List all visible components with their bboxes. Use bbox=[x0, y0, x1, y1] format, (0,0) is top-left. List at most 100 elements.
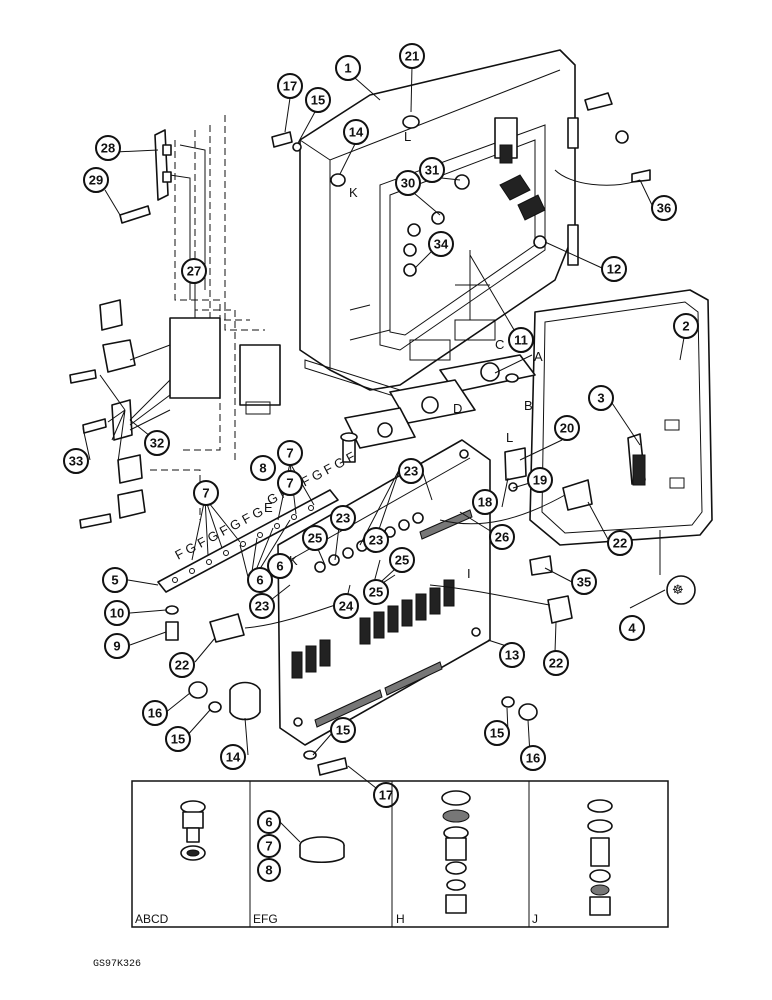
svg-text:30: 30 bbox=[401, 176, 415, 191]
svg-text:8: 8 bbox=[259, 461, 266, 476]
svg-text:6: 6 bbox=[265, 815, 272, 830]
svg-text:23: 23 bbox=[255, 599, 269, 614]
callout-25-top: 25 bbox=[302, 525, 328, 551]
svg-text:33: 33 bbox=[69, 454, 83, 469]
legend-panel-h: H bbox=[396, 790, 471, 926]
callout-31: 31 bbox=[419, 157, 445, 183]
svg-text:1: 1 bbox=[344, 61, 351, 76]
callout-10: 10 bbox=[104, 600, 130, 626]
callout-17-upper: 17 bbox=[277, 73, 303, 99]
letter-i: I bbox=[467, 566, 471, 581]
svg-text:25: 25 bbox=[369, 585, 383, 600]
callout-23-right: 23 bbox=[363, 527, 389, 553]
legend-label-efg: EFG bbox=[253, 912, 278, 926]
svg-text:29: 29 bbox=[89, 173, 103, 188]
svg-text:6: 6 bbox=[256, 573, 263, 588]
legend-label-h: H bbox=[396, 912, 405, 926]
callout-27: 27 bbox=[181, 258, 207, 284]
callout-9: 9 bbox=[104, 633, 130, 659]
legend-box: ABCD 6 7 8 EFG H bbox=[131, 780, 669, 928]
svg-text:5: 5 bbox=[111, 573, 118, 588]
svg-text:23: 23 bbox=[369, 533, 383, 548]
svg-text:19: 19 bbox=[533, 473, 547, 488]
callout-6-left: 6 bbox=[247, 567, 273, 593]
gland-plates bbox=[344, 354, 536, 449]
svg-text:23: 23 bbox=[336, 511, 350, 526]
legend-callout-8: 8 bbox=[257, 858, 281, 882]
callout-25-right: 25 bbox=[363, 579, 389, 605]
callout-15-upper: 15 bbox=[305, 87, 331, 113]
svg-text:3: 3 bbox=[597, 391, 604, 406]
legend-callout-7: 7 bbox=[257, 834, 281, 858]
callout-30: 30 bbox=[395, 170, 421, 196]
callout-24: 24 bbox=[333, 593, 359, 619]
svg-text:23: 23 bbox=[404, 464, 418, 479]
callout-2: 2 bbox=[673, 313, 699, 339]
callout-33: 33 bbox=[63, 448, 89, 474]
enclosure-box bbox=[299, 49, 579, 399]
svg-text:35: 35 bbox=[577, 575, 591, 590]
letter-d: D bbox=[453, 401, 462, 416]
letter-k-upper: K bbox=[349, 185, 358, 200]
svg-text:7: 7 bbox=[202, 486, 209, 501]
callout-26: 26 bbox=[489, 524, 515, 550]
callout-13: 13 bbox=[499, 642, 525, 668]
bus-bar bbox=[157, 489, 339, 593]
callout-5: 5 bbox=[102, 567, 128, 593]
svg-text:15: 15 bbox=[336, 723, 350, 738]
callout-25-mid: 25 bbox=[389, 547, 415, 573]
svg-text:15: 15 bbox=[311, 93, 325, 108]
legend-label-j: J bbox=[532, 912, 538, 926]
svg-text:17: 17 bbox=[283, 79, 297, 94]
svg-text:32: 32 bbox=[150, 436, 164, 451]
callout-15-bottom: 15 bbox=[330, 717, 356, 743]
callout-36: 36 bbox=[651, 195, 677, 221]
svg-text:15: 15 bbox=[490, 726, 504, 741]
svg-text:13: 13 bbox=[505, 648, 519, 663]
svg-text:7: 7 bbox=[265, 839, 272, 854]
relay-row bbox=[291, 579, 455, 679]
callout-3: 3 bbox=[588, 385, 614, 411]
callout-16-right: 16 bbox=[520, 745, 546, 771]
svg-text:34: 34 bbox=[434, 237, 449, 252]
svg-text:22: 22 bbox=[549, 656, 563, 671]
legend-label-abcd: ABCD bbox=[135, 912, 169, 926]
callout-6-right: 6 bbox=[267, 553, 293, 579]
drawing-code: GS97K326 bbox=[93, 959, 141, 970]
callout-20: 20 bbox=[554, 415, 580, 441]
letter-b: B bbox=[524, 398, 533, 413]
callout-8-top: 8 bbox=[250, 455, 276, 481]
callout-1: 1 bbox=[335, 55, 361, 81]
callout-17-bottom: 17 bbox=[373, 782, 399, 808]
callout-15-left: 15 bbox=[165, 726, 191, 752]
svg-text:21: 21 bbox=[405, 49, 419, 64]
svg-text:28: 28 bbox=[101, 141, 115, 156]
callout-21: 21 bbox=[399, 43, 425, 69]
callout-22-right-low: 22 bbox=[543, 650, 569, 676]
callout-32: 32 bbox=[144, 430, 170, 456]
callout-15-right: 15 bbox=[484, 720, 510, 746]
svg-text:2: 2 bbox=[682, 319, 689, 334]
svg-text:14: 14 bbox=[226, 750, 241, 765]
callout-4: 4 bbox=[619, 615, 645, 641]
letter-k-lower: K bbox=[289, 553, 298, 568]
callout-23-low: 23 bbox=[249, 593, 275, 619]
svg-text:31: 31 bbox=[425, 163, 439, 178]
callout-16-left: 16 bbox=[142, 700, 168, 726]
callout-14-upper: 14 bbox=[343, 119, 369, 145]
svg-text:14: 14 bbox=[349, 125, 364, 140]
callout-28: 28 bbox=[95, 135, 121, 161]
callout-29: 29 bbox=[83, 167, 109, 193]
callout-14-lower: 14 bbox=[220, 744, 246, 770]
svg-text:7: 7 bbox=[286, 476, 293, 491]
callout-22-left: 22 bbox=[169, 652, 195, 678]
enclosure-lid: ☸ bbox=[529, 289, 713, 605]
legend-panel-abcd: ABCD bbox=[135, 800, 206, 926]
svg-text:12: 12 bbox=[607, 262, 621, 277]
legend-callout-6: 6 bbox=[257, 810, 281, 834]
callout-7-top: 7 bbox=[277, 440, 303, 466]
svg-text:☸: ☸ bbox=[672, 582, 684, 597]
wiring-harness bbox=[69, 115, 281, 529]
legend-panel-efg: 6 7 8 EFG bbox=[253, 810, 345, 926]
